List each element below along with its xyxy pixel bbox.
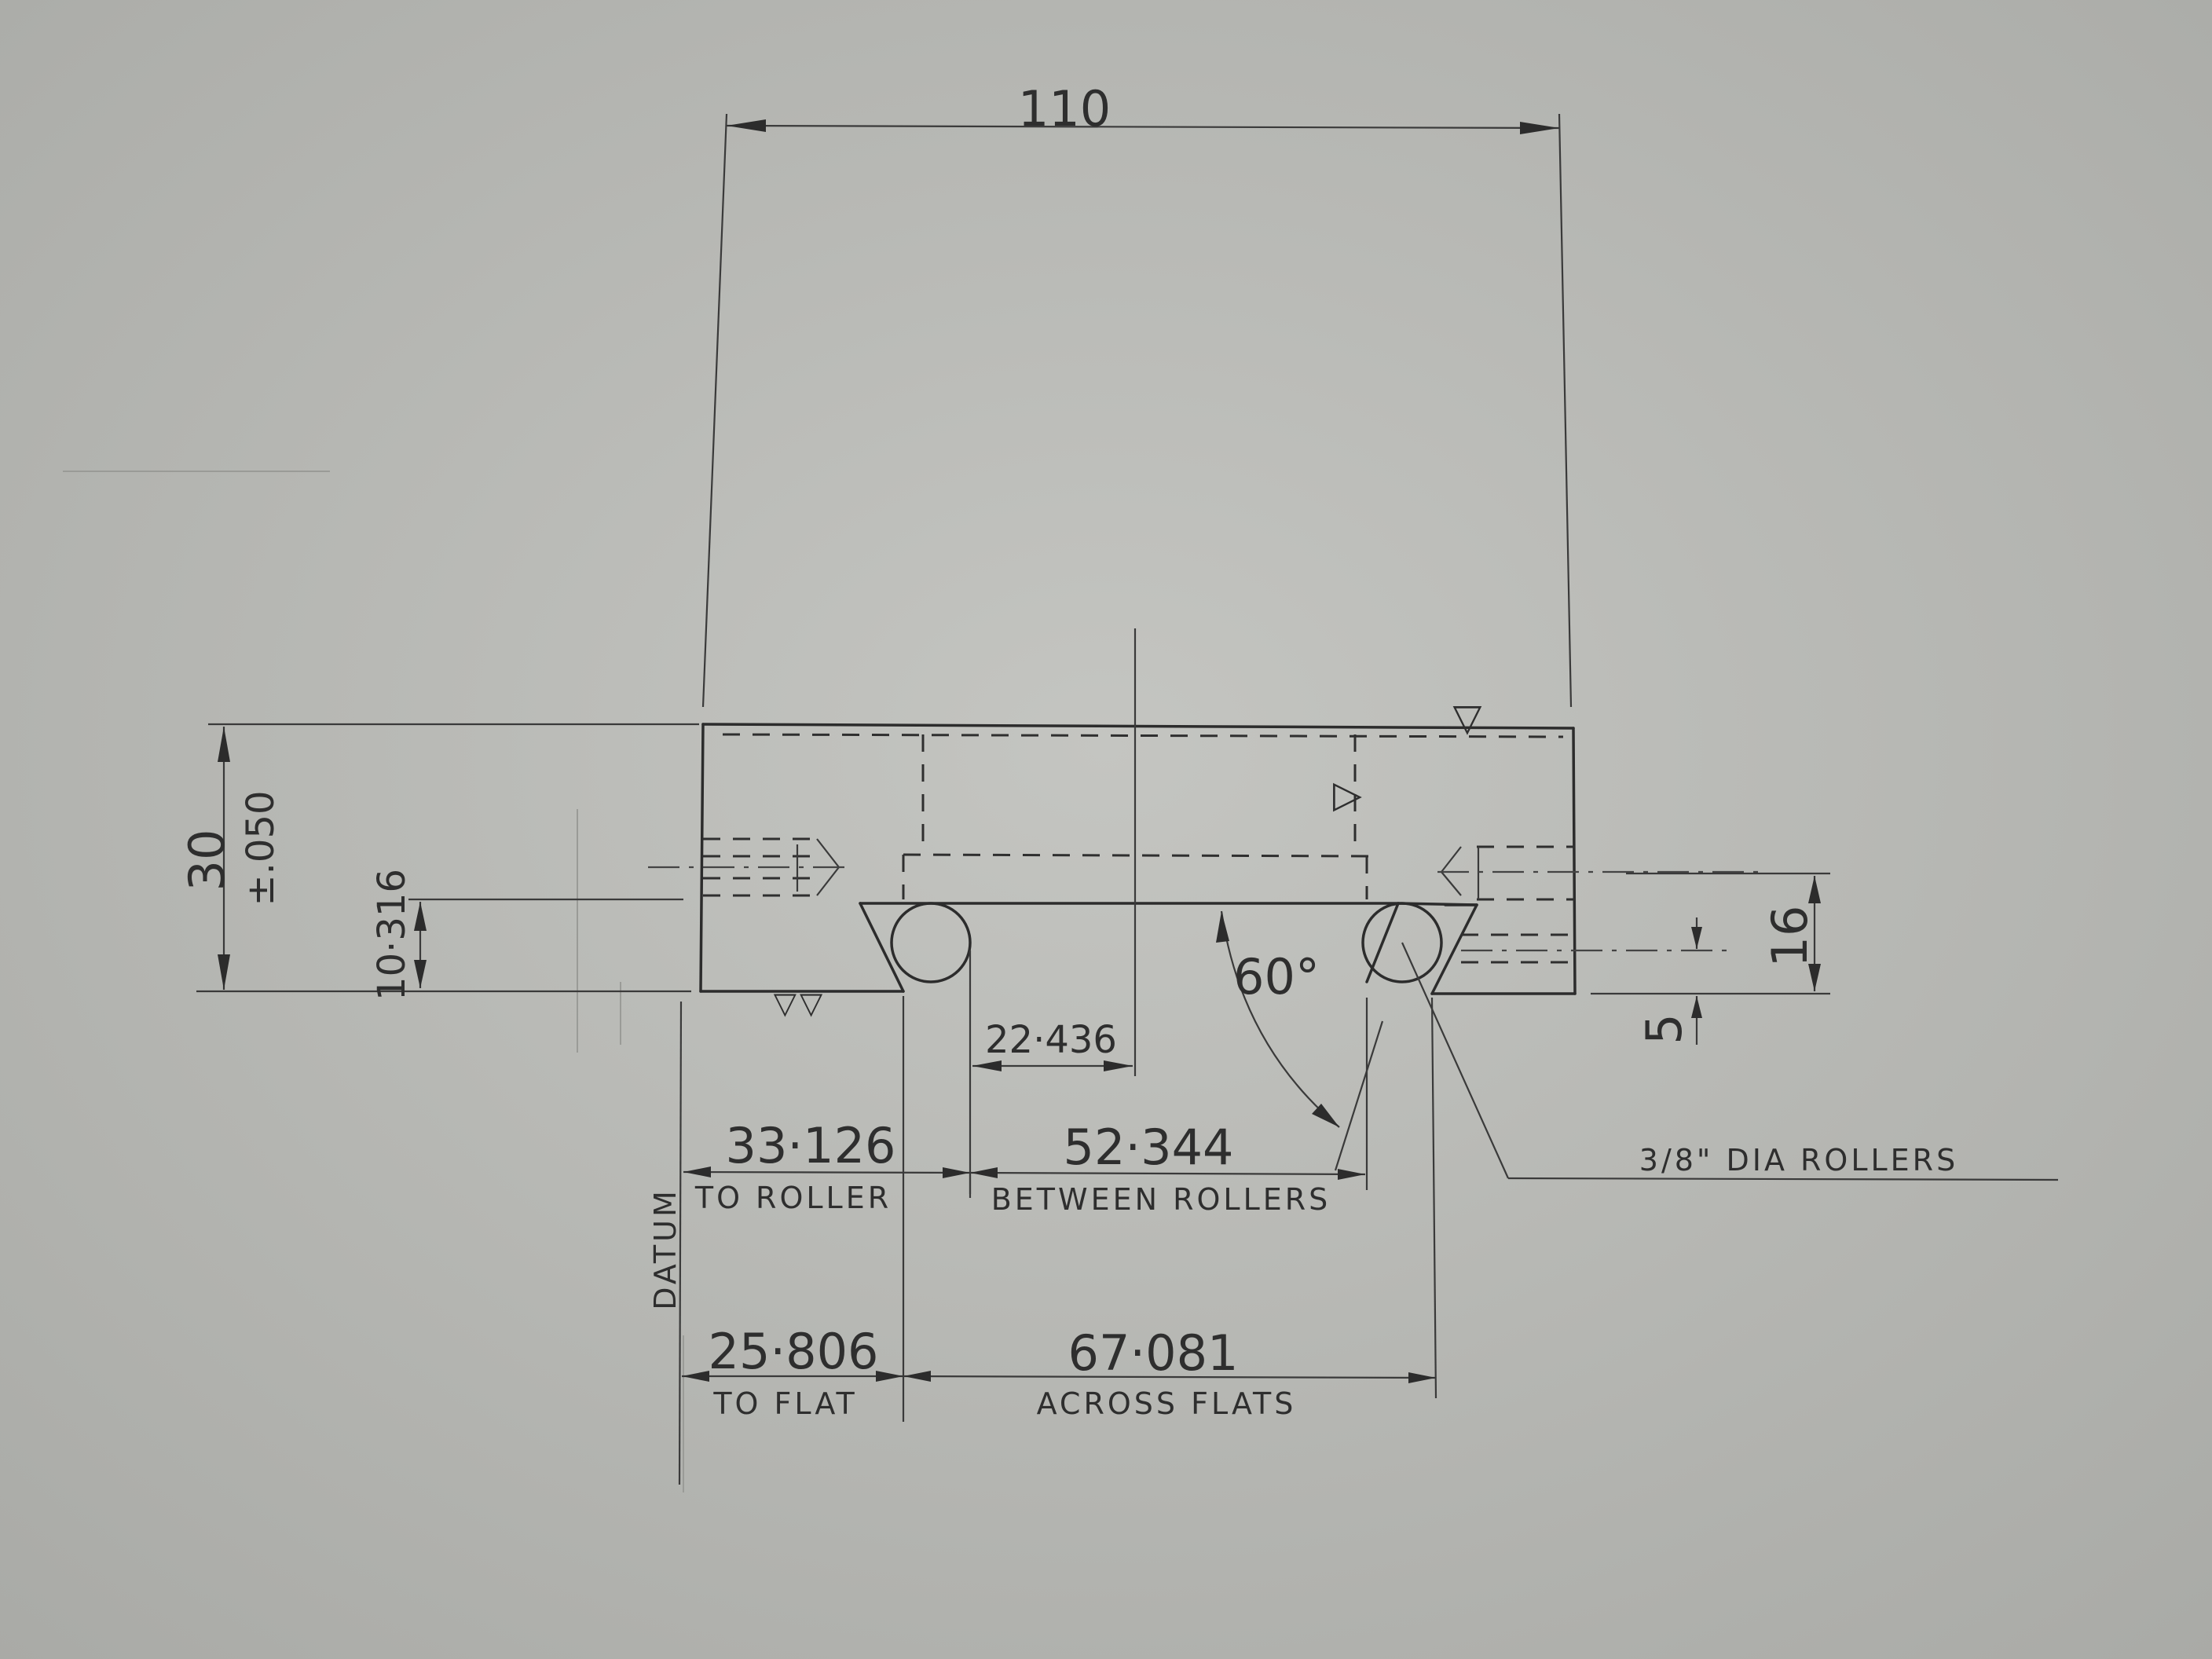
- surface-mark-bottom: ▽▽: [774, 986, 826, 1020]
- dim-roller-centre-height: [408, 898, 683, 988]
- dim-side-offset: [1691, 917, 1702, 1045]
- to-flat-label: TO FLAT: [712, 1386, 857, 1421]
- dim-angle: [1216, 910, 1384, 1171]
- datum-and-extension-lines: [678, 996, 1437, 1485]
- roller-centre-height-value: 10·316: [370, 869, 414, 1001]
- height-value: 30: [178, 830, 236, 892]
- surface-mark-side: ▽: [1323, 782, 1367, 811]
- dim-flat-positions: [682, 1371, 1437, 1383]
- dim-roller-positions: [683, 1166, 1366, 1198]
- across-flats-value: 67·081: [1068, 1324, 1239, 1382]
- dim-side-height: [1591, 872, 1830, 995]
- right-roller: [1361, 902, 1443, 983]
- dim-overall-width: [701, 113, 1573, 708]
- datum-to-roller-value: 33·126: [726, 1117, 896, 1174]
- centre-offset-value: 22·436: [985, 1018, 1117, 1062]
- hidden-lines: [703, 733, 1575, 964]
- dim-centre-offset: [969, 950, 1133, 1194]
- faint-background-marks: [63, 471, 684, 1492]
- left-roller: [890, 902, 972, 983]
- datum-to-flat-value: 25·806: [709, 1323, 879, 1380]
- datum-label: DATUM: [648, 1188, 683, 1309]
- height-tolerance: ±.050: [239, 790, 283, 906]
- surface-mark-top: ▽: [1453, 696, 1482, 740]
- between-rollers-label: BETWEEN ROLLERS: [991, 1182, 1331, 1217]
- rollers-note: 3/8" DIA ROLLERS: [1639, 1143, 1958, 1177]
- side-offset-value: 5: [1635, 1013, 1693, 1044]
- between-rollers-value: 52·344: [1064, 1119, 1234, 1176]
- centre-lines: [648, 628, 1767, 1076]
- rollers-leader: [1401, 942, 2059, 1181]
- angle-value: 60°: [1233, 948, 1320, 1005]
- across-flats-label: ACROSS FLATS: [1037, 1386, 1297, 1421]
- dim-height: [196, 723, 699, 993]
- to-roller-label: TO ROLLER: [694, 1181, 892, 1215]
- overall-width-value: 110: [1018, 80, 1111, 137]
- side-height-value: 16: [1761, 906, 1818, 968]
